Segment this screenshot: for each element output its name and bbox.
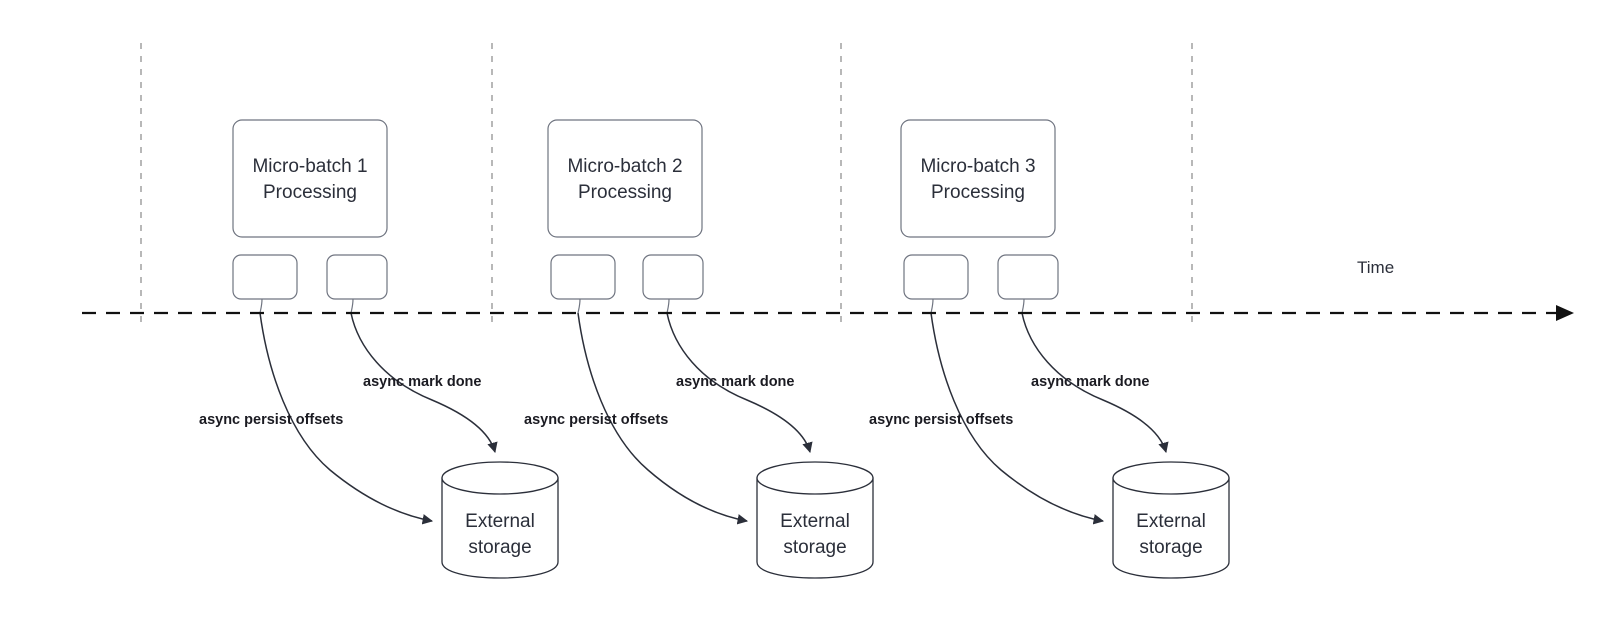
task-box-2b[interactable]	[642, 254, 704, 300]
task-box-1a[interactable]	[232, 254, 298, 300]
async-mark-done-label-2: async mark done	[676, 374, 794, 390]
async-mark-done-arrow-2	[666, 312, 813, 454]
external-storage-1[interactable]: External storage	[441, 461, 559, 579]
task-box-1b[interactable]	[326, 254, 388, 300]
task-2b-stem	[666, 298, 670, 314]
task-box-2a[interactable]	[550, 254, 616, 300]
task-3a-stem	[930, 298, 934, 314]
external-storage-2[interactable]: External storage	[756, 461, 874, 579]
timeline-arrowhead-icon	[1556, 305, 1574, 321]
external-storage-1-label-line2: storage	[468, 537, 531, 558]
micro-batch-2-label-line1: Micro-batch 2	[567, 156, 682, 177]
time-axis-label: Time	[1357, 258, 1394, 277]
external-storage-2-label-line1: External	[780, 511, 850, 532]
micro-batch-2-box[interactable]	[547, 119, 703, 238]
external-storage-2-top	[756, 461, 874, 495]
async-persist-offsets-arrow-3	[930, 312, 1105, 525]
async-persist-offsets-label-1: async persist offsets	[199, 412, 343, 428]
external-storage-3-body	[1112, 477, 1230, 579]
task-1a-stem	[259, 298, 263, 314]
micro-batch-1-label-line2: Processing	[263, 182, 357, 203]
external-storage-3-label-line2: storage	[1139, 537, 1202, 558]
external-storage-3[interactable]: External storage	[1112, 461, 1230, 579]
external-storage-3-label-line1: External	[1136, 511, 1206, 532]
async-persist-offsets-label-3: async persist offsets	[869, 412, 1013, 428]
async-mark-done-label-3: async mark done	[1031, 374, 1149, 390]
timeline-axis: Time	[82, 258, 1574, 321]
external-storage-2-label-line2: storage	[783, 537, 846, 558]
micro-batch-group-2: Micro-batch 2 Processing async persist o…	[524, 119, 874, 579]
external-storage-2-body	[756, 477, 874, 579]
async-persist-offsets-arrow-1	[259, 312, 434, 525]
micro-batch-2-label-line2: Processing	[578, 182, 672, 203]
micro-batch-3-label-line2: Processing	[931, 182, 1025, 203]
async-mark-done-label-1: async mark done	[363, 374, 481, 390]
external-storage-1-label-line1: External	[465, 511, 535, 532]
micro-batch-1-label-line1: Micro-batch 1	[252, 156, 367, 177]
async-persist-offsets-arrow-2	[577, 312, 749, 525]
async-mark-done-arrow-3	[1021, 312, 1169, 454]
micro-batch-1-box[interactable]	[232, 119, 388, 238]
external-storage-3-top	[1112, 461, 1230, 495]
micro-batch-3-label-line1: Micro-batch 3	[920, 156, 1035, 177]
async-mark-done-arrow-1	[350, 312, 498, 454]
micro-batch-group-1: Micro-batch 1 Processing async persist o…	[199, 119, 559, 579]
task-1b-stem	[350, 298, 354, 314]
task-2a-stem	[577, 298, 581, 314]
external-storage-1-top	[441, 461, 559, 495]
async-persist-offsets-label-2: async persist offsets	[524, 412, 668, 428]
external-storage-1-body	[441, 477, 559, 579]
task-3b-stem	[1021, 298, 1025, 314]
micro-batch-3-box[interactable]	[900, 119, 1056, 238]
task-box-3a[interactable]	[903, 254, 969, 300]
task-box-3b[interactable]	[997, 254, 1059, 300]
micro-batch-group-3: Micro-batch 3 Processing async persist o…	[869, 119, 1230, 579]
